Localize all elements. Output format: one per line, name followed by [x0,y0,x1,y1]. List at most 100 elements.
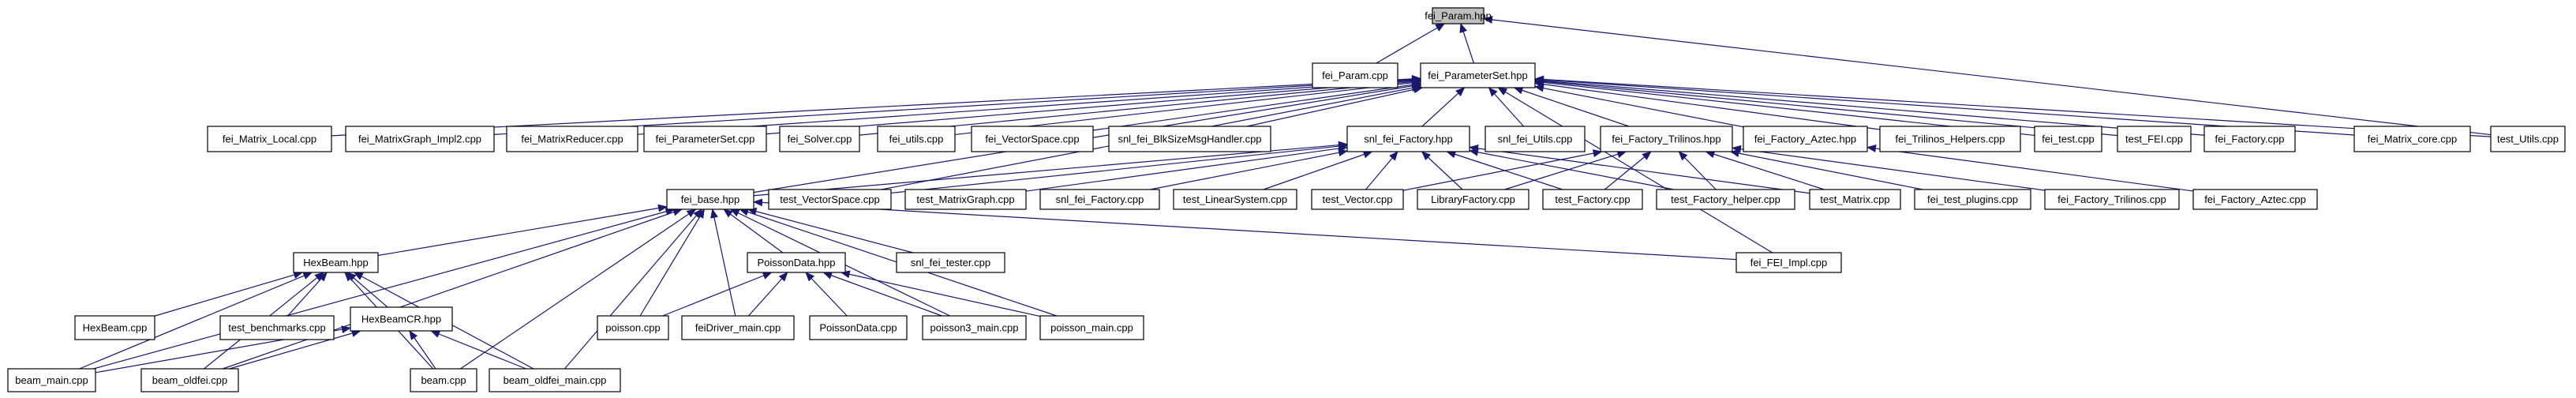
node-box [1432,7,1485,24]
node-label: test_Utils.cpp [2497,133,2559,145]
node-fei-test-plugins-cpp[interactable]: fei_test_plugins.cpp [1914,189,2031,210]
node-snl-fei-factory-cpp[interactable]: snl_fei_Factory.cpp [1039,189,1160,210]
node-snl-fei-tester-cpp[interactable]: snl_fei_tester.cpp [896,252,1005,273]
edge-poisson_cpp-to-PoissonData_hpp [662,272,773,317]
node-box [1420,62,1536,88]
node-poissondata-cpp[interactable]: PoissonData.cpp [809,315,908,340]
node-snl-fei-blksizemsghandler-cpp[interactable]: snl_fei_BlkSizeMsgHandler.cpp [1108,126,1271,152]
node-box [1485,126,1586,152]
node-fei-test-cpp[interactable]: fei_test.cpp [2034,126,2102,152]
node-fei-factory-trilinos-cpp[interactable]: fei_Factory_Trilinos.cpp [2044,189,2180,210]
node-box [410,368,477,392]
node-label: test_Vector.cpp [1323,193,1393,205]
edge-fei_VectorSpace_cpp-to-fei_ParameterSet_hpp [1092,81,1421,131]
node-test-linearsystem-cpp[interactable]: test_LinearSystem.cpp [1173,189,1297,210]
node-poisson-cpp[interactable]: poisson.cpp [597,315,669,340]
node-fei-factory-aztec-hpp[interactable]: fei_Factory_Aztec.hpp [1743,126,1868,152]
node-fei-parameterset-cpp[interactable]: fei_ParameterSet.cpp [643,126,767,152]
node-beam-oldfei-cpp[interactable]: beam_oldfei.cpp [140,368,239,392]
node-label: fei_Factory_Aztec.cpp [2204,193,2306,205]
node-fei-matrixgraph-impl2-cpp[interactable]: fei_MatrixGraph_Impl2.cpp [345,126,495,152]
node-fei-param-hpp[interactable]: fei_Param.hpp [1425,7,1492,24]
node-box [877,126,956,152]
node-test-factory-helper-cpp[interactable]: test_Factory_helper.cpp [1656,189,1795,210]
node-box [2192,189,2318,210]
node-hexbeam-cpp[interactable]: HexBeam.cpp [74,315,155,340]
node-fei-factory-cpp[interactable]: fei_Factory.cpp [2203,126,2296,152]
node-box [904,189,1027,210]
node-fei-matrixreducer-cpp[interactable]: fei_MatrixReducer.cpp [506,126,638,152]
node-label: poisson3_main.cpp [930,322,1018,334]
edge-snl_fei_Factory_hpp-to-fei_ParameterSet_hpp [1421,87,1466,127]
node-label: fei_Param.cpp [1322,69,1388,81]
node-box [350,306,453,332]
node-fei-vectorspace-cpp[interactable]: fei_VectorSpace.cpp [971,126,1094,152]
node-feidriver-main-cpp[interactable]: feiDriver_main.cpp [681,315,795,340]
node-hexbeamcr-hpp[interactable]: HexBeamCR.hpp [350,306,453,332]
node-test-utils-cpp[interactable]: test_Utils.cpp [2490,126,2566,152]
edge-fei_FEI_Impl_cpp-to-fei_base_hpp [753,198,1737,261]
node-box [1039,315,1144,340]
dependency-edges [79,16,2492,374]
edge-fei_ParameterSet_cpp-to-fei_ParameterSet_hpp [766,77,1421,135]
node-fei-factory-aztec-cpp[interactable]: fei_Factory_Aztec.cpp [2192,189,2318,210]
node-label: snl_fei_Factory.cpp [1056,193,1144,205]
node-box [345,126,495,152]
node-box [768,189,892,210]
node-label: fei_test_plugins.cpp [1927,193,2018,205]
node-fei-solver-cpp[interactable]: fei_Solver.cpp [779,126,860,152]
node-label: fei_ParameterSet.hpp [1428,69,1527,81]
node-box [1600,126,1733,152]
node-test-matrix-cpp[interactable]: test_Matrix.cpp [1809,189,1901,210]
node-fei-utils-cpp[interactable]: fei_utils.cpp [877,126,956,152]
node-beam-cpp[interactable]: beam.cpp [410,368,477,392]
node-libraryfactory-cpp[interactable]: LibraryFactory.cpp [1417,189,1530,210]
node-box [666,189,754,210]
node-beam-oldfei-main-cpp[interactable]: beam_oldfei_main.cpp [489,368,621,392]
node-box [207,126,332,152]
edge-beam_oldfei_cpp-to-HexBeamCR_hpp [229,329,361,370]
node-label: feiDriver_main.cpp [695,322,781,334]
node-test-vector-cpp[interactable]: test_Vector.cpp [1311,189,1404,210]
node-test-factory-cpp[interactable]: test_Factory.cpp [1542,189,1643,210]
node-label: fei_MatrixGraph_Impl2.cpp [358,133,481,145]
node-label: fei_test.cpp [2042,133,2095,145]
node-snl-fei-factory-hpp[interactable]: snl_fei_Factory.hpp [1346,126,1470,152]
file-nodes: fei_Param.hpp fei_Param.cpp fei_ParameterS… [7,7,2566,392]
node-label: HexBeam.cpp [83,322,148,334]
node-box [219,315,335,340]
node-box [1039,189,1160,210]
node-fei-fei-impl-cpp[interactable]: fei_FEI_Impl.cpp [1735,252,1842,273]
node-test-vectorspace-cpp[interactable]: test_VectorSpace.cpp [768,189,892,210]
node-fei-param-cpp[interactable]: fei_Param.cpp [1312,62,1398,88]
edge-beam_cpp-to-HexBeamCR_hpp [409,330,436,370]
node-fei-matrix-core-cpp[interactable]: fei_Matrix_core.cpp [2353,126,2471,152]
node-snl-fei-utils-cpp[interactable]: snl_fei_Utils.cpp [1485,126,1586,152]
node-box [922,315,1027,340]
node-label: fei_utils.cpp [889,133,944,145]
node-box [1809,189,1901,210]
edge-fei_Factory_Trilinos_hpp-to-fei_ParameterSet_hpp [1513,86,1630,127]
node-fei-base-hpp[interactable]: fei_base.hpp [666,189,754,210]
node-box [809,315,908,340]
node-fei-matrix-local-cpp[interactable]: fei_Matrix_Local.cpp [207,126,332,152]
node-box [747,252,846,273]
edge-beam_oldfei_main_cpp-to-fei_base_hpp [564,208,702,370]
edge-fei_Param_cpp-to-fei_Param_hpp [1376,23,1446,64]
node-label: fei_Trilinos_Helpers.cpp [1896,133,2005,145]
node-test-benchmarks-cpp[interactable]: test_benchmarks.cpp [219,315,335,340]
node-fei-factory-trilinos-hpp[interactable]: fei_Factory_Trilinos.hpp [1600,126,1733,152]
node-test-matrixgraph-cpp[interactable]: test_MatrixGraph.cpp [904,189,1027,210]
node-fei-trilinos-helpers-cpp[interactable]: fei_Trilinos_Helpers.cpp [1879,126,2021,152]
node-box [489,368,621,392]
node-box [1914,189,2031,210]
node-test-fei-cpp[interactable]: test_FEI.cpp [2117,126,2192,152]
node-poisson-main-cpp[interactable]: poisson_main.cpp [1039,315,1144,340]
node-beam-main-cpp[interactable]: beam_main.cpp [7,368,96,392]
node-poissondata-hpp[interactable]: PoissonData.hpp [747,252,846,273]
edge-test_VectorSpace_cpp-to-snl_fei_Factory_hpp [890,142,1348,194]
node-poisson3-main-cpp[interactable]: poisson3_main.cpp [922,315,1027,340]
edge-feiDriver_main_cpp-to-PoissonData_hpp [748,272,788,317]
node-hexbeam-hpp[interactable]: HexBeam.hpp [293,252,379,273]
node-fei-parameterset-hpp[interactable]: fei_ParameterSet.hpp [1420,62,1536,88]
